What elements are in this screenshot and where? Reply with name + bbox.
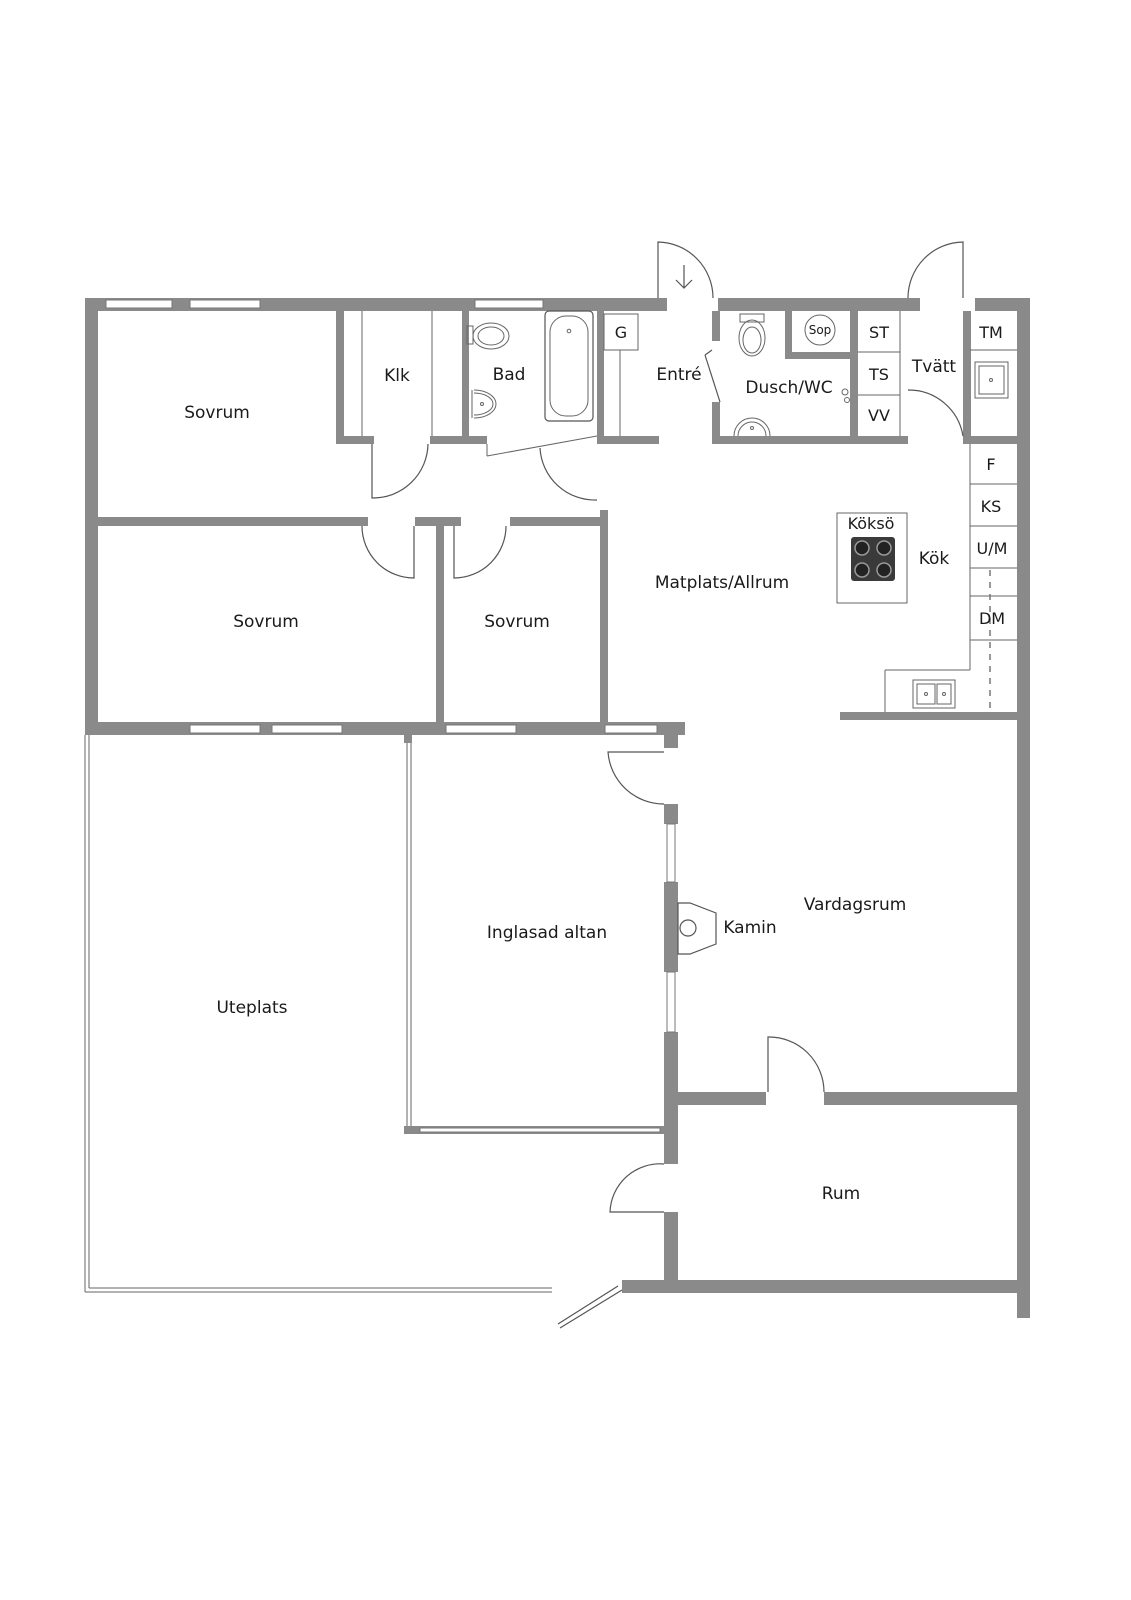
toilet-icon (738, 313, 766, 357)
fixture-label-vv: VV (868, 406, 890, 425)
room-label-inglasad-altan: Inglasad altan (487, 923, 607, 943)
kitchen-island (836, 512, 908, 604)
room-label-dusch-wc: Dusch/WC (745, 378, 832, 398)
room-label-kok: Kök (919, 549, 950, 569)
toilet-icon (466, 322, 510, 350)
fixture-label-ks: KS (981, 497, 1002, 516)
room-label-bad: Bad (493, 365, 526, 385)
fixture-label-sop: Sop (809, 323, 832, 337)
room-label-koksö: Köksö (848, 514, 895, 533)
room-label-matplats: Matplats/Allrum (655, 573, 789, 593)
sink-icon (733, 417, 771, 437)
fixture-label-g: G (615, 323, 627, 342)
outlines (84, 311, 1017, 1329)
fixtures (466, 310, 1009, 955)
utility-sink-icon (974, 361, 1009, 399)
fixture-label-ts: TS (868, 365, 889, 384)
fixture-labels: G Sop ST TS VV TM F KS U/M DM (603, 313, 1008, 628)
doors (361, 241, 964, 1213)
room-label-sovrum-3: Sovrum (484, 612, 550, 632)
room-label-sovrum-2: Sovrum (233, 612, 299, 632)
sink-icon (471, 389, 497, 419)
room-labels: Sovrum Klk Bad Entré Dusch/WC Tvätt Sovr… (184, 357, 956, 1204)
kitchen-sink-icon (912, 679, 956, 709)
fireplace-icon (677, 902, 717, 955)
room-label-entre: Entré (656, 365, 701, 385)
label-kamin: Kamin (723, 918, 776, 938)
stove-icon (851, 537, 895, 581)
room-label-rum: Rum (822, 1184, 860, 1204)
walls (85, 298, 1030, 1318)
room-label-vardagsrum: Vardagsrum (804, 895, 907, 915)
entrance-arrow-icon (675, 265, 693, 289)
fixture-label-st: ST (869, 323, 889, 342)
windows (105, 299, 676, 1133)
room-label-klk: Klk (384, 366, 410, 386)
room-label-sovrum-1: Sovrum (184, 403, 250, 423)
room-label-uteplats: Uteplats (216, 998, 287, 1018)
waste-bin-icon (804, 314, 836, 346)
fixture-label-dm: DM (979, 609, 1005, 628)
bathtub-icon (544, 310, 594, 422)
fixture-label-f: F (986, 455, 995, 474)
fixture-label-um: U/M (977, 539, 1008, 558)
shower-icon (841, 388, 850, 403)
fixture-label-tm: TM (978, 323, 1003, 342)
room-label-tvatt: Tvätt (911, 357, 957, 377)
